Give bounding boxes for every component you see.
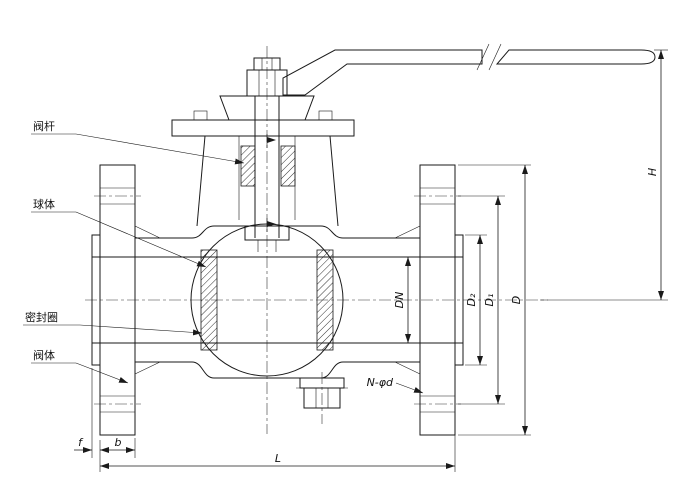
centerlines [85, 46, 548, 434]
dimensions: H D D₁ D₂ DN N-φd L b f [74, 49, 668, 472]
part-leaders: 阀杆 球体 密封圈 阀体 [23, 119, 245, 384]
bolt-hole [100, 187, 135, 413]
dim-label-d: D [510, 296, 523, 304]
bonnet-stud [318, 110, 333, 121]
stem-assembly [171, 57, 355, 252]
raised-face [454, 234, 464, 366]
part-label-ball: 球体 [33, 197, 55, 211]
dim-label-h: H [646, 168, 659, 176]
dim-label-d1: D₁ [483, 294, 496, 307]
bonnet-plate [171, 119, 355, 137]
valve-body [92, 225, 463, 379]
dim-label-dn: DN [393, 292, 406, 309]
dim-label-b: b [115, 436, 122, 449]
packing [240, 145, 256, 187]
part-label-stem: 阀杆 [33, 119, 55, 133]
break-line [476, 43, 490, 71]
seat-rings [200, 249, 334, 351]
bonnet-neck [196, 135, 206, 227]
left-flange [91, 164, 136, 436]
part-label-seal-ring: 密封圈 [25, 310, 58, 324]
handle-lever [282, 43, 656, 96]
raised-face [91, 234, 101, 366]
dim-label-f: f [78, 436, 84, 449]
dim-label-l: L [275, 452, 281, 465]
dim-label-bolt-holes: N-φd [367, 376, 394, 389]
bonnet-neck [329, 135, 339, 227]
bore-lines [92, 256, 463, 344]
right-flange [419, 164, 464, 436]
drain-plug [296, 377, 348, 409]
break-line [488, 43, 502, 71]
packing [280, 145, 296, 187]
bolt-hole [420, 187, 455, 413]
seat-ring [316, 249, 334, 351]
dim-label-d2: D₂ [465, 293, 478, 306]
part-label-body: 阀体 [33, 348, 55, 362]
weld-mark-icon [267, 137, 276, 143]
bonnet-stud [193, 110, 208, 121]
ball [190, 223, 344, 377]
seat-ring [200, 249, 218, 351]
